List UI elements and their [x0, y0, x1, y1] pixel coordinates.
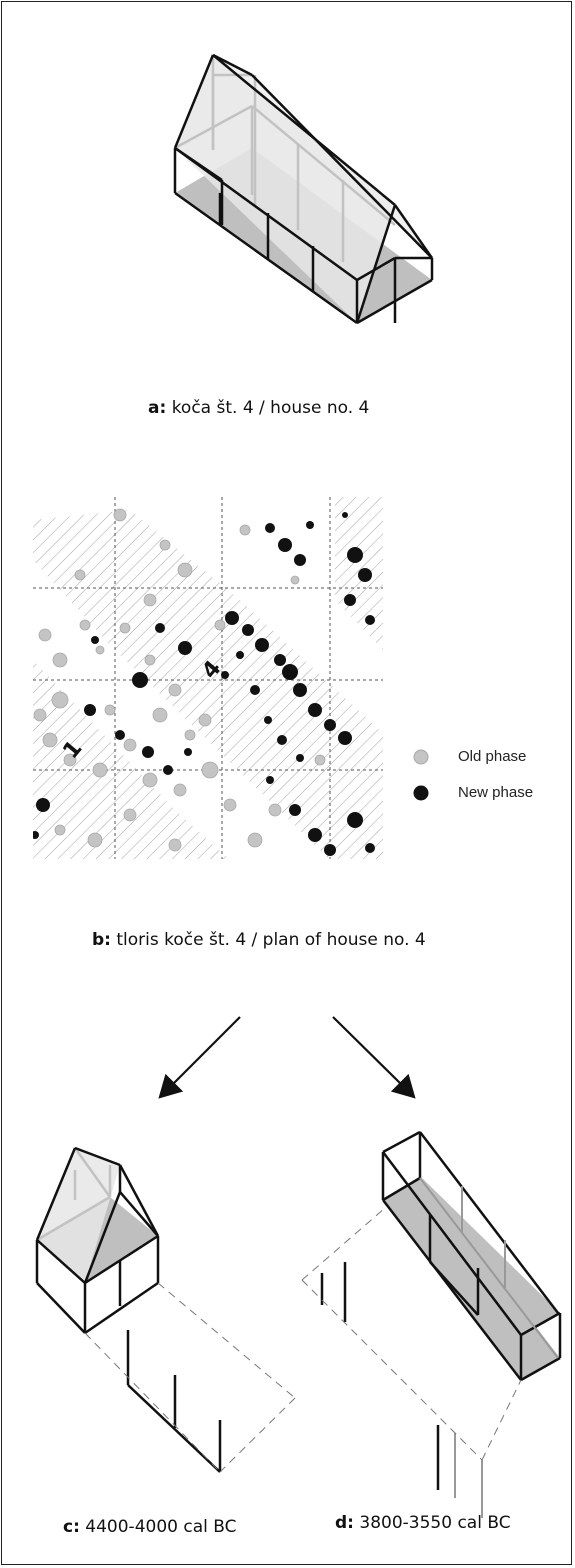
house-a-drawing — [173, 53, 434, 325]
caption-d: d: 3800-3550 cal BC — [335, 1513, 511, 1533]
house-a-roof — [175, 55, 395, 323]
legend-new-symbol — [413, 785, 429, 801]
plan-house-4-strip — [33, 510, 383, 859]
caption-b: b: tloris koče št. 4 / plan of house no.… — [92, 930, 426, 950]
caption-d-text: 3800-3550 cal BC — [359, 1513, 511, 1533]
arrow-left — [171, 1016, 241, 1086]
caption-c-text: 4400-4000 cal BC — [85, 1517, 237, 1537]
legend-old-label: Old phase — [458, 748, 527, 765]
plan-house-1-strip — [33, 660, 229, 859]
arrow-right — [332, 1016, 403, 1086]
caption-a: a: koča št. 4 / house no. 4 — [148, 398, 369, 418]
caption-a-text: koča št. 4 / house no. 4 — [171, 398, 370, 418]
caption-c: c: 4400-4000 cal BC — [63, 1517, 237, 1537]
legend-old-symbol — [413, 749, 429, 765]
arrows — [158, 1016, 416, 1099]
caption-c-letter: c: — [63, 1517, 80, 1537]
caption-a-letter: a: — [148, 398, 167, 418]
house-d-drawing — [301, 1130, 562, 1518]
legend-new-label: New phase — [458, 784, 534, 801]
plan-drawing: 4 1 — [33, 497, 429, 859]
house-c-drawing — [35, 1146, 296, 1473]
caption-b-text: tloris koče št. 4 / plan of house no. 4 — [116, 930, 426, 950]
caption-d-letter: d: — [335, 1513, 354, 1533]
caption-b-letter: b: — [92, 930, 111, 950]
